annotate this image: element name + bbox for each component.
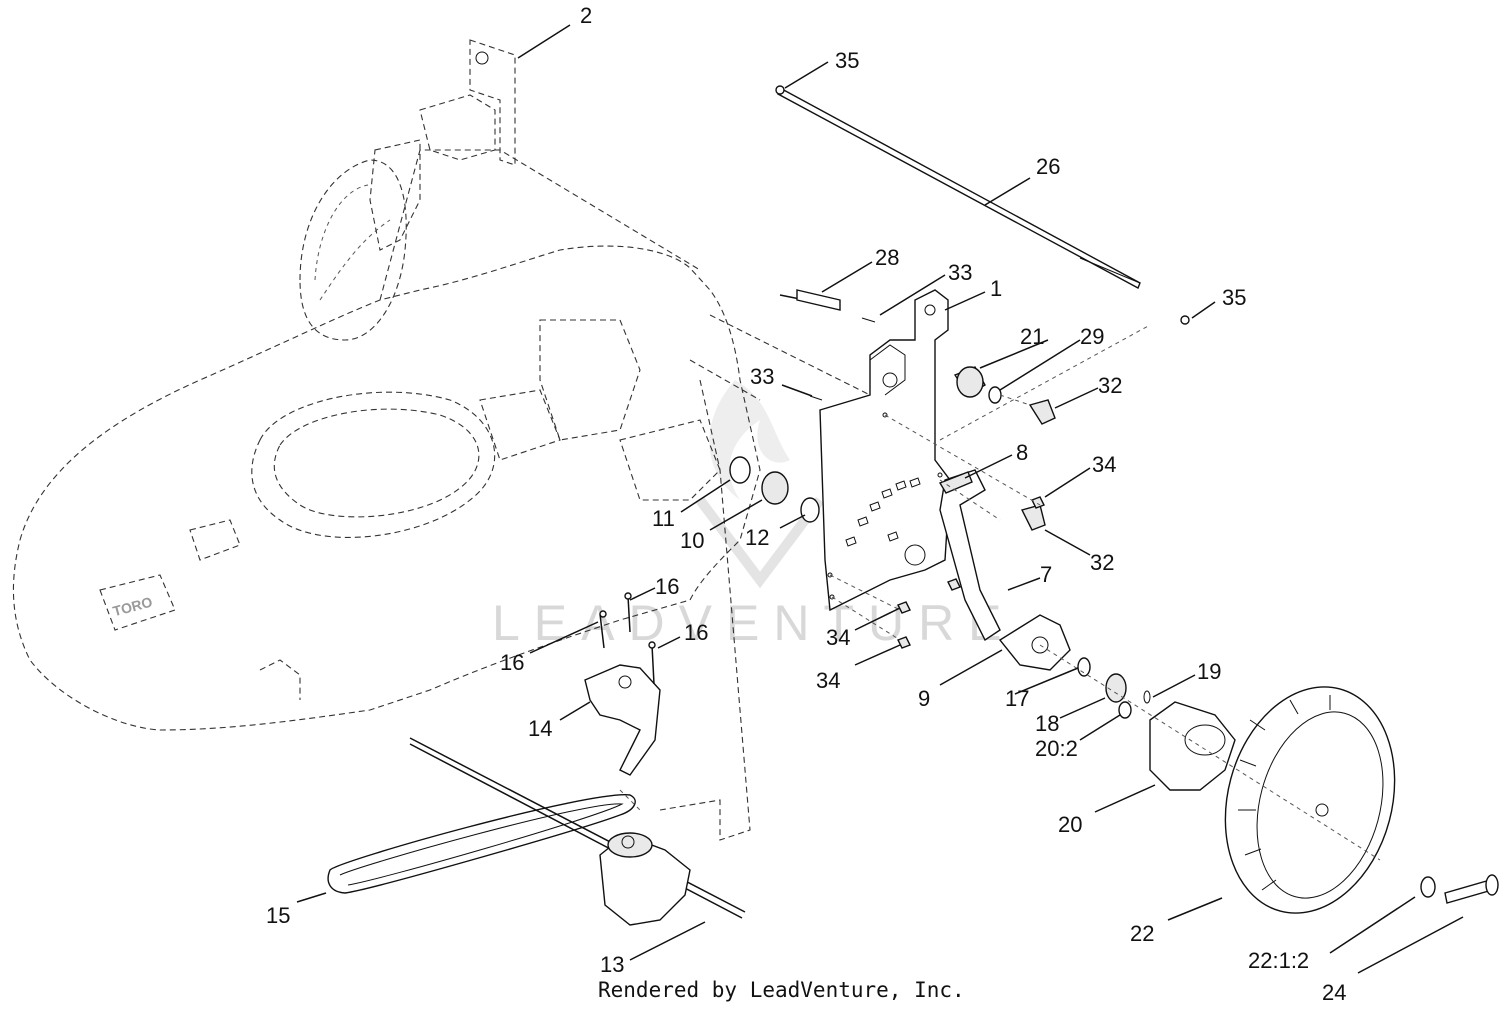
callout-labels: 2 35 26 28 33 1 35 21 29 33 32 8 34 11 1… [266, 3, 1346, 1005]
callout-20-2: 20:2 [1035, 736, 1078, 761]
watermark-text: LEADVENTURE [492, 595, 1016, 651]
callout-22: 22 [1130, 921, 1154, 946]
part-26-rod [775, 85, 1190, 325]
callout-10: 10 [680, 528, 704, 553]
callout-35-right: 35 [1222, 285, 1246, 310]
callout-18: 18 [1035, 711, 1059, 736]
leader-lines [296, 24, 1464, 974]
callout-16-top: 16 [655, 574, 679, 599]
callout-13: 13 [600, 952, 624, 977]
bushing-stack [729, 456, 820, 523]
callout-21: 21 [1020, 324, 1044, 349]
part-20-hub [1149, 701, 1236, 791]
callout-34-right: 34 [1092, 452, 1116, 477]
deck-logo: TORO [111, 593, 154, 619]
callout-29: 29 [1080, 324, 1104, 349]
part-13-transmission [409, 737, 746, 926]
callout-34-mid: 34 [826, 625, 850, 650]
callout-12: 12 [745, 525, 769, 550]
pinion-stack [1077, 657, 1151, 719]
callout-20: 20 [1058, 812, 1082, 837]
callout-32-top: 32 [1098, 373, 1122, 398]
callout-16-left: 16 [500, 650, 524, 675]
part-15-belt [327, 794, 636, 894]
callout-2: 2 [580, 3, 592, 28]
part-1-height-plate [819, 289, 951, 612]
part-9-plate [998, 614, 1071, 671]
callout-17: 17 [1005, 686, 1029, 711]
callout-26: 26 [1036, 154, 1060, 179]
callout-33-top: 33 [948, 260, 972, 285]
callout-35-top: 35 [835, 48, 859, 73]
callout-28: 28 [875, 245, 899, 270]
callout-15: 15 [266, 903, 290, 928]
callout-14: 14 [528, 716, 552, 741]
part-7-lever [938, 469, 1001, 642]
alignment-lines [619, 314, 1381, 861]
callout-8: 8 [1016, 440, 1028, 465]
watermark: LEADVENTURE [492, 380, 1016, 651]
callout-16-right: 16 [684, 620, 708, 645]
part-14-bracket [584, 592, 661, 776]
callout-33-left: 33 [750, 364, 774, 389]
part-2-bracket [369, 39, 516, 251]
callout-24: 24 [1322, 980, 1346, 1005]
callout-22-1-2: 22:1:2 [1248, 948, 1309, 973]
axle-bolt [1420, 874, 1499, 904]
callout-1: 1 [990, 276, 1002, 301]
bolts-34 [897, 496, 1045, 649]
credit-text: Rendered by LeadVenture, Inc. [598, 978, 965, 1002]
callout-19: 19 [1197, 659, 1221, 684]
small-hardware [779, 289, 1056, 531]
callout-7: 7 [1040, 562, 1052, 587]
callout-32-bottom: 32 [1090, 550, 1114, 575]
part-22-wheel [1224, 686, 1396, 914]
callout-11: 11 [652, 506, 675, 531]
callout-34-bottom: 34 [816, 668, 840, 693]
callout-9: 9 [918, 686, 930, 711]
rear-wheel [299, 159, 407, 341]
